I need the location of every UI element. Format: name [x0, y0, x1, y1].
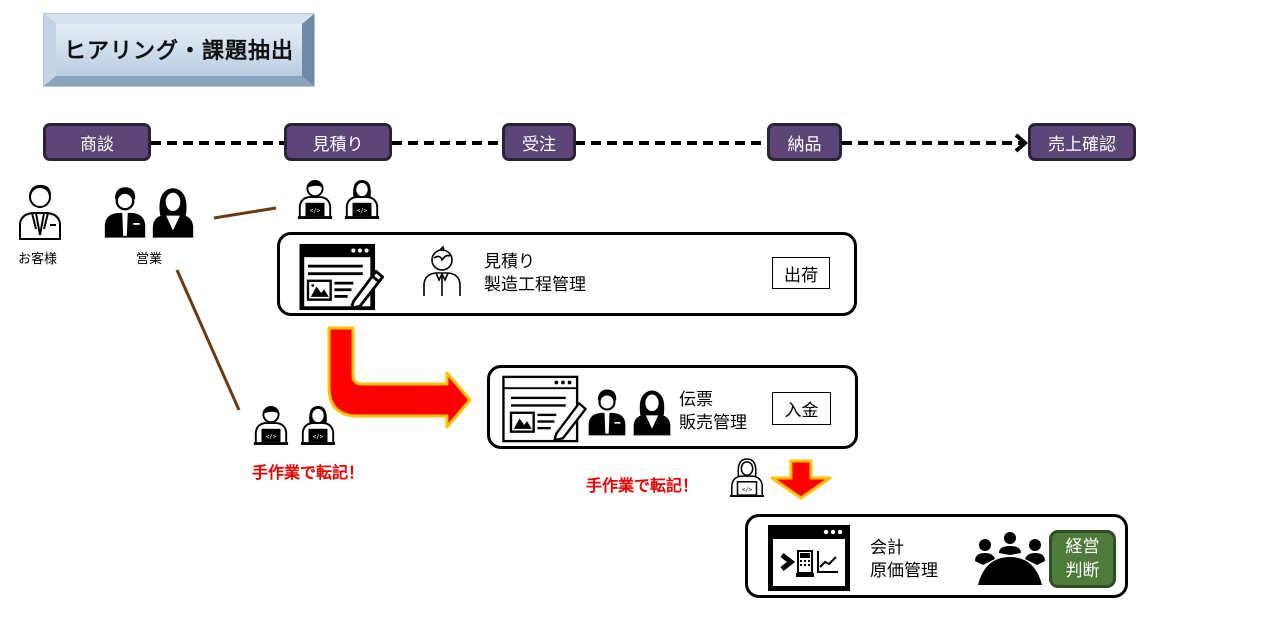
decision-line-2: 判断 — [1065, 561, 1100, 581]
title-bevel — [43, 13, 315, 87]
sales-man-icon — [587, 386, 627, 438]
accountant-icon — [728, 456, 766, 500]
panel-1-line-1: 見積り — [484, 252, 535, 272]
step-delivery: 納品 — [767, 123, 842, 161]
manual-transcription-warning-2: 手作業で転記！ — [586, 476, 699, 495]
panel-accounting-cost: 会計 原価管理 経営 判断 — [745, 514, 1128, 598]
estimator-icon — [296, 178, 334, 220]
arrowhead — [1014, 133, 1029, 153]
sales-woman-icon — [151, 183, 195, 241]
engineer-icon — [422, 245, 462, 297]
title-box: ヒアリング・課題抽出 — [43, 13, 315, 87]
panel-2-line-2: 販売管理 — [679, 413, 747, 433]
sales-to-clerk-line — [175, 269, 241, 411]
step-order: 受注 — [502, 123, 576, 161]
customer-icon — [16, 181, 64, 241]
document-edit-icon — [296, 243, 388, 311]
step-estimate: 見積り — [284, 123, 392, 161]
meeting-group-icon — [975, 531, 1045, 587]
panel-slip-sales: 伝票 販売管理 入金 — [487, 365, 858, 449]
step-negotiation: 商談 — [43, 123, 151, 161]
page-title: ヒアリング・課題抽出 — [63, 39, 294, 64]
clerk-woman-icon — [299, 404, 337, 446]
panel-2-line-1: 伝票 — [679, 390, 713, 410]
decision-line-1: 経営 — [1065, 537, 1100, 557]
step-sales-confirmation: 売上確認 — [1028, 123, 1136, 161]
panel-estimate-production: 見積り 製造工程管理 出荷 — [277, 232, 857, 316]
transfer-arrow-icon — [327, 326, 472, 429]
sales-man-icon — [103, 183, 147, 241]
panel-3-line-2: 原価管理 — [870, 561, 938, 581]
management-decision-badge: 経営 判断 — [1049, 530, 1116, 588]
document-edit-icon — [499, 375, 591, 443]
down-arrow-icon — [770, 459, 832, 500]
clerk-icon — [252, 404, 290, 446]
payment-tag: 入金 — [772, 392, 831, 425]
panel-3-line-1: 会計 — [870, 538, 904, 558]
sales-woman-icon — [632, 386, 672, 438]
panel-1-line-2: 製造工程管理 — [484, 275, 586, 295]
sales-label: 営業 — [136, 252, 163, 267]
customer-label: お客様 — [18, 252, 58, 267]
shipping-tag: 出荷 — [772, 257, 830, 289]
estimator-woman-icon — [343, 178, 381, 220]
accounting-window-icon — [768, 525, 850, 591]
manual-transcription-warning-1: 手作業で転記！ — [252, 463, 365, 482]
sales-to-estimate-line — [213, 206, 277, 220]
